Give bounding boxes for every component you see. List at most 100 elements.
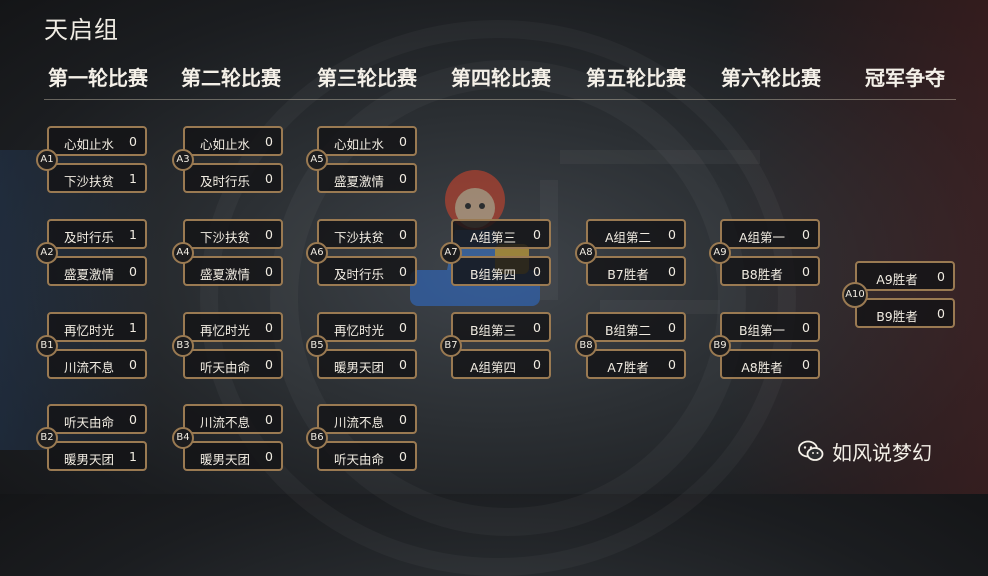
group-title: 天启组: [44, 16, 119, 44]
team-slot: 川流不息 0: [317, 404, 417, 434]
team-score: 0: [802, 320, 810, 335]
header-divider: [44, 99, 956, 100]
team-name: 再忆时光: [63, 323, 114, 338]
team-name: 再忆时光: [333, 323, 384, 338]
round-label-1: 第一轮比赛: [48, 66, 148, 90]
team-slot: A9胜者 0: [855, 261, 955, 291]
team-name: 暖男天团: [333, 360, 384, 375]
team-name: 听天由命: [199, 360, 250, 375]
team-score: 0: [399, 227, 407, 242]
team-name: 盛夏激情: [63, 267, 114, 282]
team-name: 心如止水: [333, 137, 384, 152]
team-score: 0: [668, 227, 676, 242]
wechat-icon: [798, 440, 824, 462]
team-slot: 再忆时光 1: [47, 312, 147, 342]
team-score: 1: [129, 449, 137, 464]
team-score: 0: [265, 412, 273, 427]
team-name: 川流不息: [199, 415, 250, 430]
match-id-badge: A4: [172, 242, 194, 264]
team-slot: 暖男天团 1: [47, 441, 147, 471]
match-id-badge: B5: [306, 335, 328, 357]
team-name: B8胜者: [741, 267, 783, 282]
round-label-5: 第五轮比赛: [586, 66, 686, 90]
match-id-badge: B6: [306, 427, 328, 449]
team-name: B组第一: [738, 323, 786, 338]
team-name: 听天由命: [63, 415, 114, 430]
team-score: 0: [129, 357, 137, 372]
team-name: A组第二: [604, 230, 652, 245]
match-id-badge: A6: [306, 242, 328, 264]
team-slot: 下沙扶贫 0: [317, 219, 417, 249]
match-id-badge: B9: [709, 335, 731, 357]
team-score: 0: [129, 412, 137, 427]
match-id-badge: B7: [440, 335, 462, 357]
team-name: 盛夏激情: [333, 174, 384, 189]
bg-block: [600, 300, 720, 314]
team-score: 0: [265, 357, 273, 372]
round-label-3: 第三轮比赛: [317, 66, 417, 90]
team-score: 0: [937, 306, 945, 321]
watermark-text: 如风说梦幻: [832, 440, 932, 465]
team-name: 下沙扶贫: [333, 230, 384, 245]
team-name: 心如止水: [199, 137, 250, 152]
team-name: 川流不息: [63, 360, 114, 375]
team-score: 0: [265, 134, 273, 149]
team-slot: 盛夏激情 0: [317, 163, 417, 193]
bg-blue-glow: [0, 150, 160, 450]
team-name: 心如止水: [63, 137, 114, 152]
team-score: 0: [399, 357, 407, 372]
match-id-badge: B3: [172, 335, 194, 357]
team-name: A9胜者: [876, 272, 918, 287]
match-id-badge: A5: [306, 149, 328, 171]
match-id-badge: A3: [172, 149, 194, 171]
match-id-badge: B8: [575, 335, 597, 357]
team-score: 1: [129, 171, 137, 186]
team-name: B组第三: [469, 323, 517, 338]
team-slot: A组第二 0: [586, 219, 686, 249]
team-score: 0: [129, 264, 137, 279]
team-name: 暖男天团: [63, 452, 114, 467]
bg-block: [560, 150, 760, 164]
team-name: A组第一: [738, 230, 786, 245]
team-score: 0: [533, 227, 541, 242]
team-score: 0: [399, 171, 407, 186]
team-name: 川流不息: [333, 415, 384, 430]
team-slot: 川流不息 0: [47, 349, 147, 379]
team-slot: 盛夏激情 0: [47, 256, 147, 286]
team-slot: 川流不息 0: [183, 404, 283, 434]
team-name: 听天由命: [333, 452, 384, 467]
team-name: 暖男天团: [199, 452, 250, 467]
team-name: A7胜者: [607, 360, 649, 375]
match-id-badge: A8: [575, 242, 597, 264]
team-score: 0: [802, 227, 810, 242]
team-score: 0: [265, 264, 273, 279]
round-label-final: 冠军争夺: [865, 66, 945, 90]
team-slot: B组第一 0: [720, 312, 820, 342]
watermark: 如风说梦幻: [798, 438, 932, 465]
round-label-2: 第二轮比赛: [181, 66, 281, 90]
match-id-badge: A10: [842, 282, 868, 308]
team-name: B7胜者: [607, 267, 649, 282]
team-name: 及时行乐: [333, 267, 384, 282]
team-name: 及时行乐: [63, 230, 114, 245]
team-score: 0: [937, 269, 945, 284]
team-slot: A组第一 0: [720, 219, 820, 249]
team-slot: 暖男天团 0: [317, 349, 417, 379]
team-score: 0: [668, 320, 676, 335]
team-score: 0: [399, 264, 407, 279]
team-slot: 及时行乐 0: [317, 256, 417, 286]
team-score: 0: [265, 320, 273, 335]
team-score: 1: [129, 320, 137, 335]
team-score: 0: [802, 264, 810, 279]
team-name: B9胜者: [876, 309, 918, 324]
team-score: 0: [399, 412, 407, 427]
